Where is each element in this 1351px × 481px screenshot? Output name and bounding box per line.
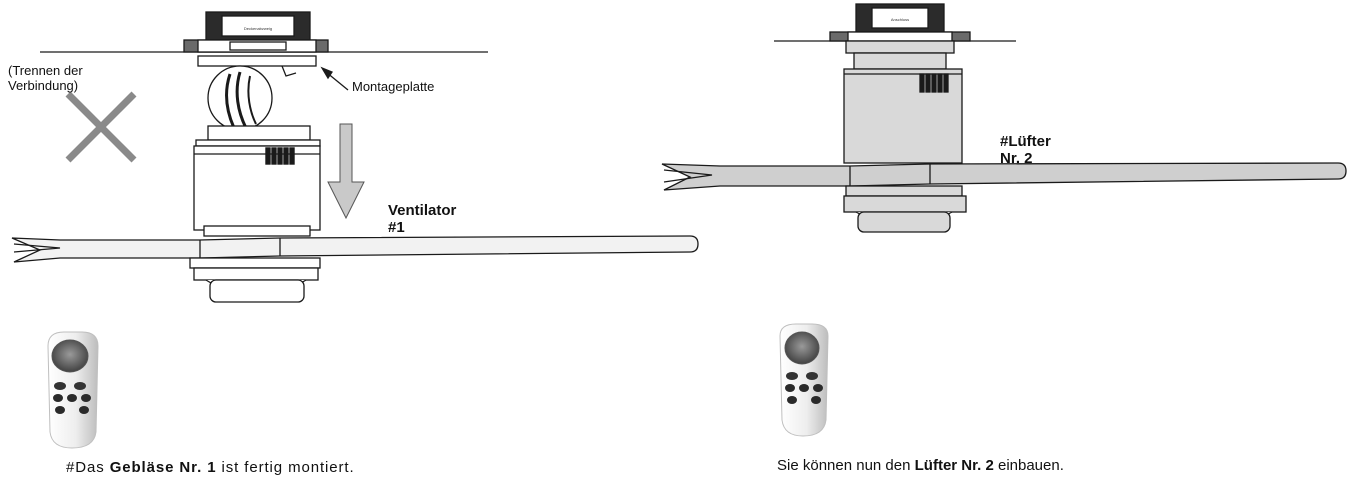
mounting-plate-label: Montageplatte <box>352 79 435 94</box>
caption-left-prefix: #Das <box>66 459 110 476</box>
mounting-plate-left <box>197 55 317 67</box>
caption-left: #Das Gebläse Nr. 1 ist fertig montiert. <box>66 459 355 476</box>
junction-box-right <box>829 3 971 42</box>
down-arrow-icon <box>327 123 365 220</box>
junction-box-left-label: Deckenabzweig <box>244 26 272 31</box>
fan-2-label: #Lüfter Nr. 2 <box>1000 133 1051 167</box>
caption-left-suffix: ist fertig montiert. <box>216 459 355 476</box>
motor-housing-left <box>193 145 321 231</box>
fan-2-blades <box>661 162 1347 191</box>
fan-1-assembly <box>11 11 699 303</box>
caption-left-bold: Gebläse Nr. 1 <box>109 459 217 476</box>
caption-right-bold: Lüfter Nr. 2 <box>914 457 994 474</box>
fan-1-blades <box>11 235 699 263</box>
disconnect-label: (Trennen der Verbindung) <box>8 63 83 93</box>
caption-right: Sie können nun den Lüfter Nr. 2 einbauen… <box>777 457 1064 474</box>
remote-control-icon-left <box>47 331 99 449</box>
caption-right-prefix: Sie können nun den <box>777 457 915 474</box>
remote-control-icon-right <box>779 323 829 437</box>
fan-1-label: Ventilator #1 <box>388 202 457 236</box>
junction-box-right-label: Anschluss <box>891 17 909 22</box>
caption-right-suffix: einbauen. <box>993 457 1064 474</box>
junction-box-left <box>183 11 329 53</box>
fan-2-assembly <box>661 3 1347 233</box>
x-mark <box>65 91 137 163</box>
